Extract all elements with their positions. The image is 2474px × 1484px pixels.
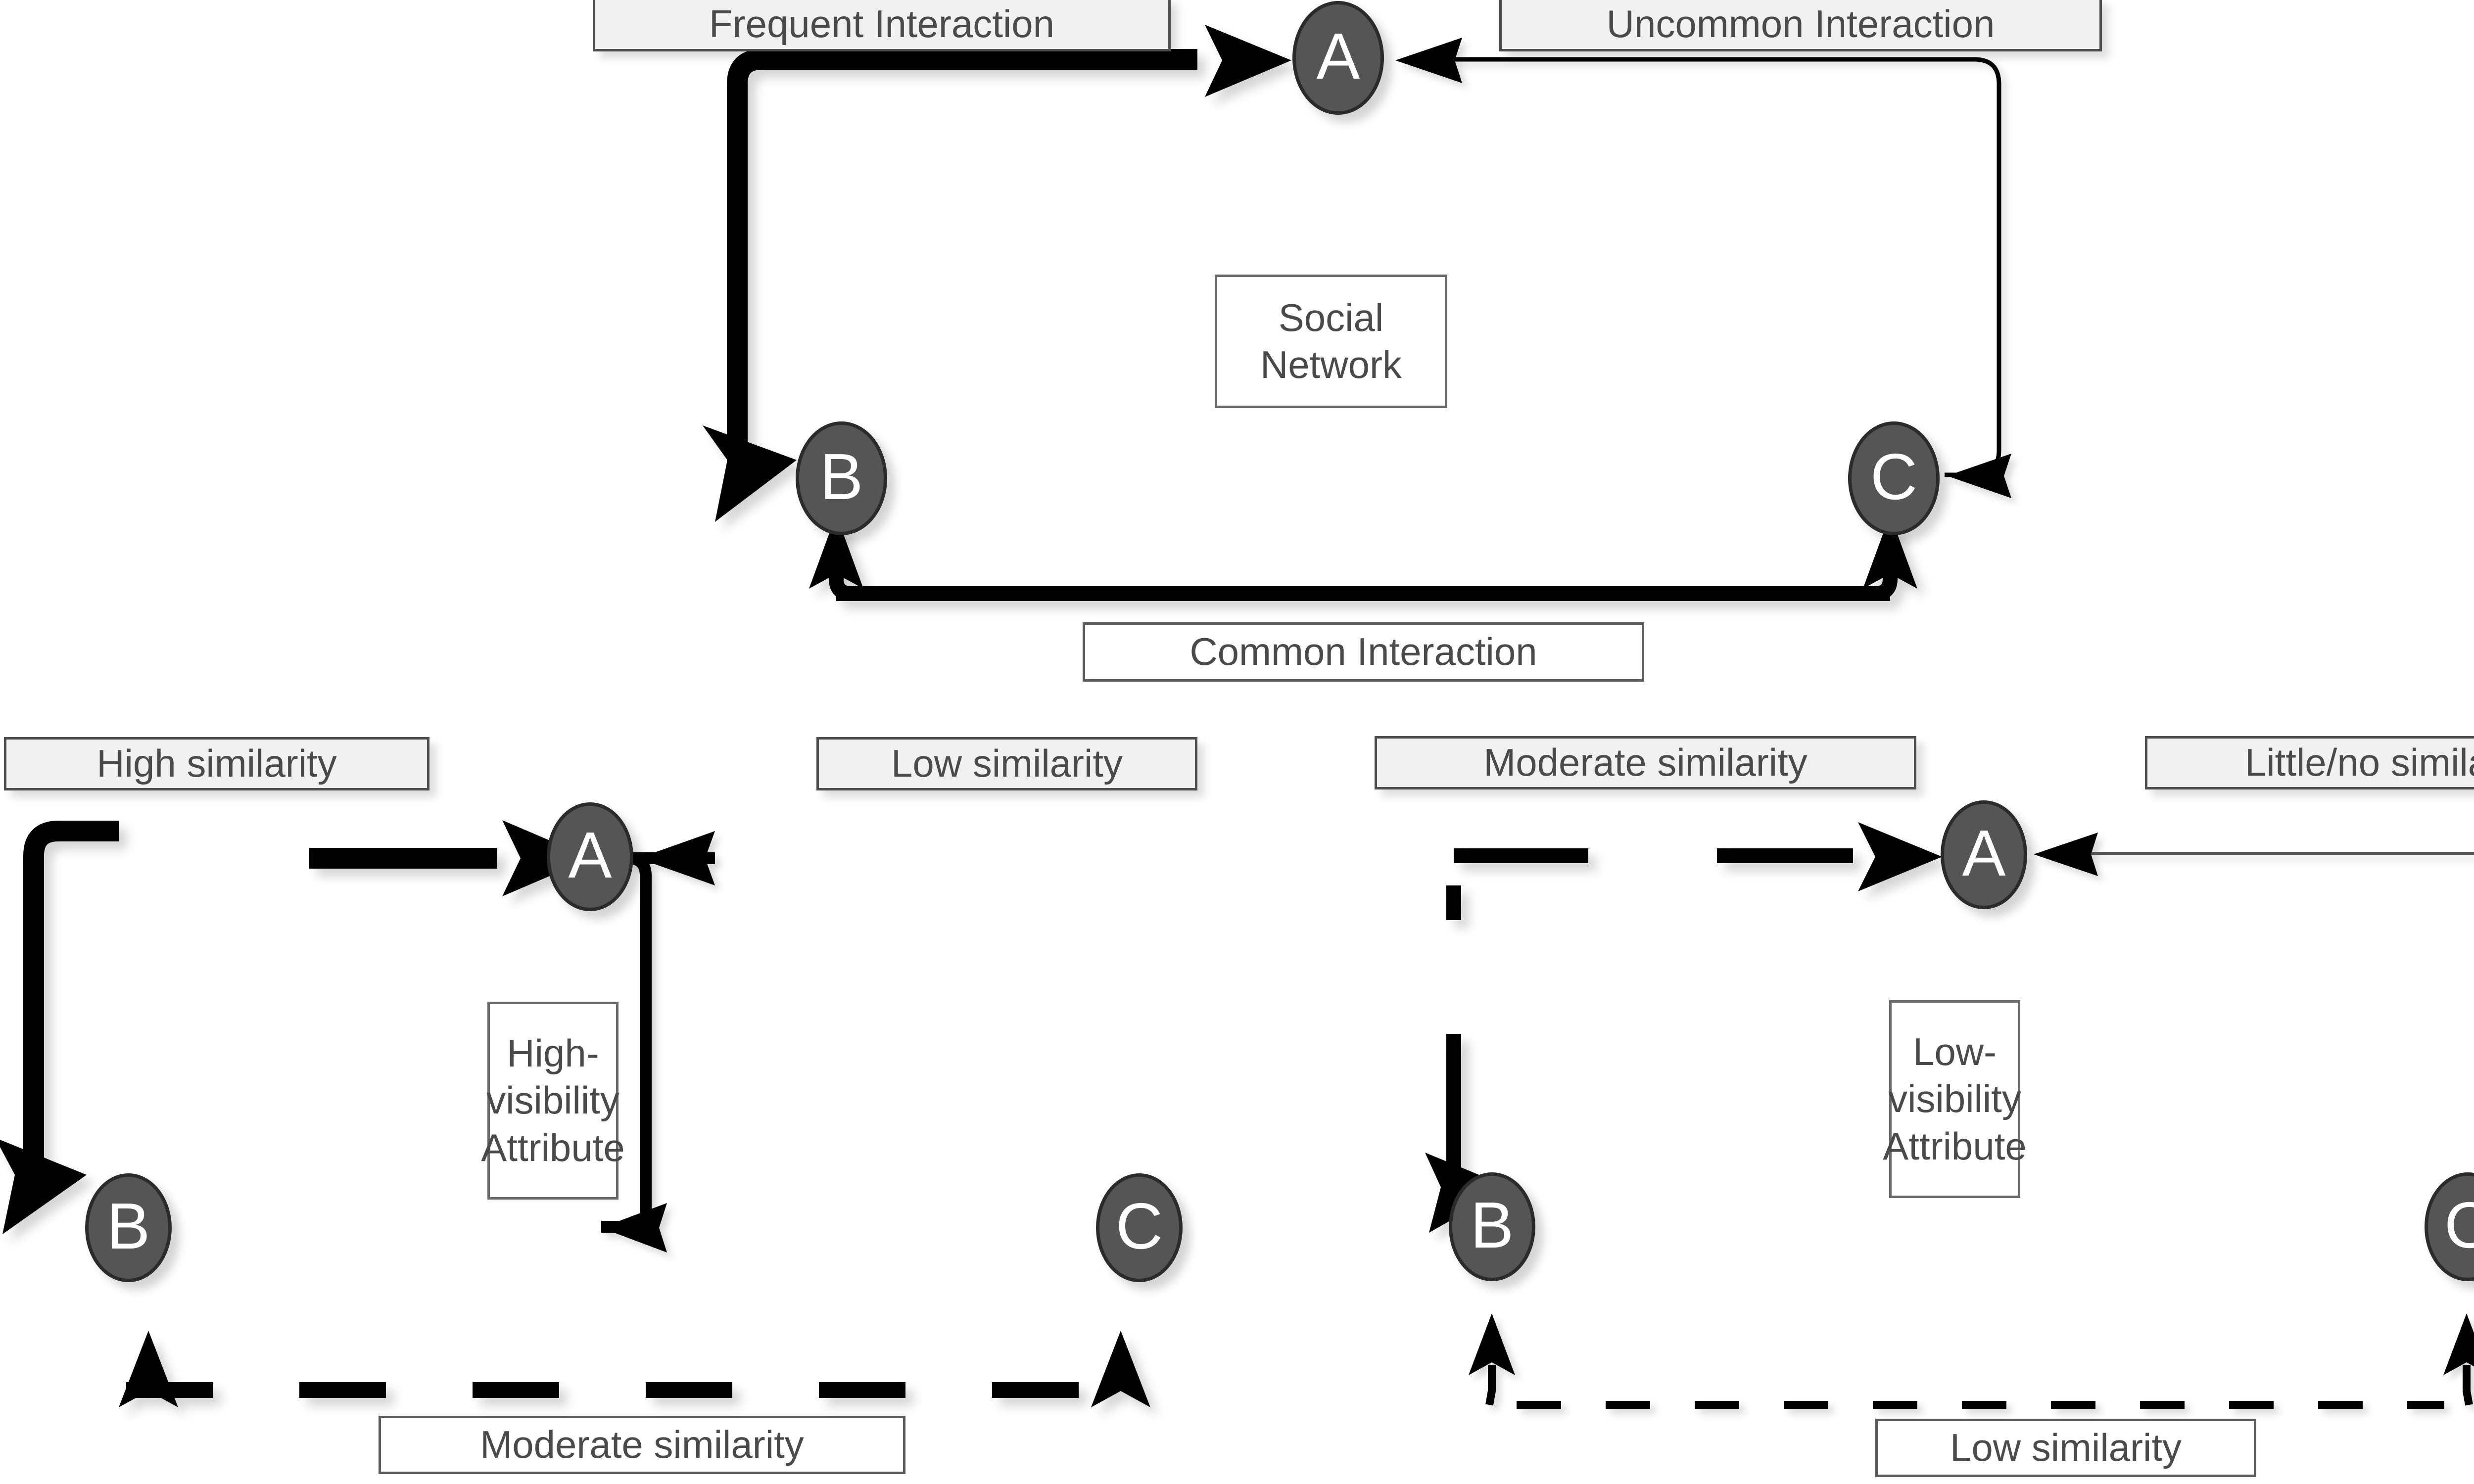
center-label-low-visibility-attribute: Low- visibility Attribute [1883, 1000, 2027, 1198]
high-vis-line-3: Attribute [481, 1125, 625, 1169]
edge-frequent-interaction [703, 25, 1291, 522]
low-vis-line-3: Attribute [1883, 1124, 2027, 1168]
edge-label-moderate-similarity-right: Moderate similarity [1375, 736, 1916, 789]
edge-label-frequent-interaction: Frequent Interaction [593, 0, 1171, 51]
low-vis-line-2: visibility [1888, 1077, 2021, 1121]
edge-label-low-similarity-left: Low similarity [816, 737, 1197, 790]
node-b-lowvis[interactable]: B [1449, 1172, 1535, 1281]
edge-moderate-similarity-left [119, 1331, 1150, 1407]
node-c-social[interactable]: C [1848, 421, 1940, 535]
high-vis-line-1: High- [507, 1031, 599, 1075]
edge-label-high-similarity: High similarity [4, 737, 429, 790]
node-a-highvis[interactable]: A [547, 802, 633, 911]
low-vis-line-1: Low- [1912, 1030, 1997, 1074]
high-vis-line-2: visibility [486, 1078, 619, 1122]
edge-uncommon-interaction [1395, 38, 2011, 498]
edge-label-moderate-similarity-left: Moderate similarity [379, 1416, 905, 1474]
edge-moderate-similarity-right [1425, 822, 1942, 1233]
edge-common-interaction [809, 514, 1917, 601]
node-b-social[interactable]: B [796, 421, 887, 535]
edge-label-uncommon-interaction: Uncommon Interaction [1499, 0, 2102, 51]
edge-label-common-interaction: Common Interaction [1083, 622, 1644, 682]
center-label-social-network: Social Network [1215, 275, 1447, 408]
node-a-lowvis[interactable]: A [1941, 800, 2027, 909]
social-network-line-2: Network [1260, 343, 1402, 386]
social-network-line-1: Social [1278, 295, 1384, 339]
node-a-social[interactable]: A [1292, 1, 1384, 115]
edge-little-no-similarity [2034, 833, 2474, 876]
edge-label-low-similarity-right: Low similarity [1875, 1419, 2256, 1477]
center-label-high-visibility-attribute: High- visibility Attribute [481, 1002, 625, 1200]
node-b-highvis[interactable]: B [85, 1173, 172, 1282]
edge-low-similarity-right [1469, 1313, 2474, 1409]
node-c-highvis[interactable]: C [1096, 1173, 1183, 1282]
edge-label-little-no-similarity: Little/no similarity [2145, 736, 2474, 789]
